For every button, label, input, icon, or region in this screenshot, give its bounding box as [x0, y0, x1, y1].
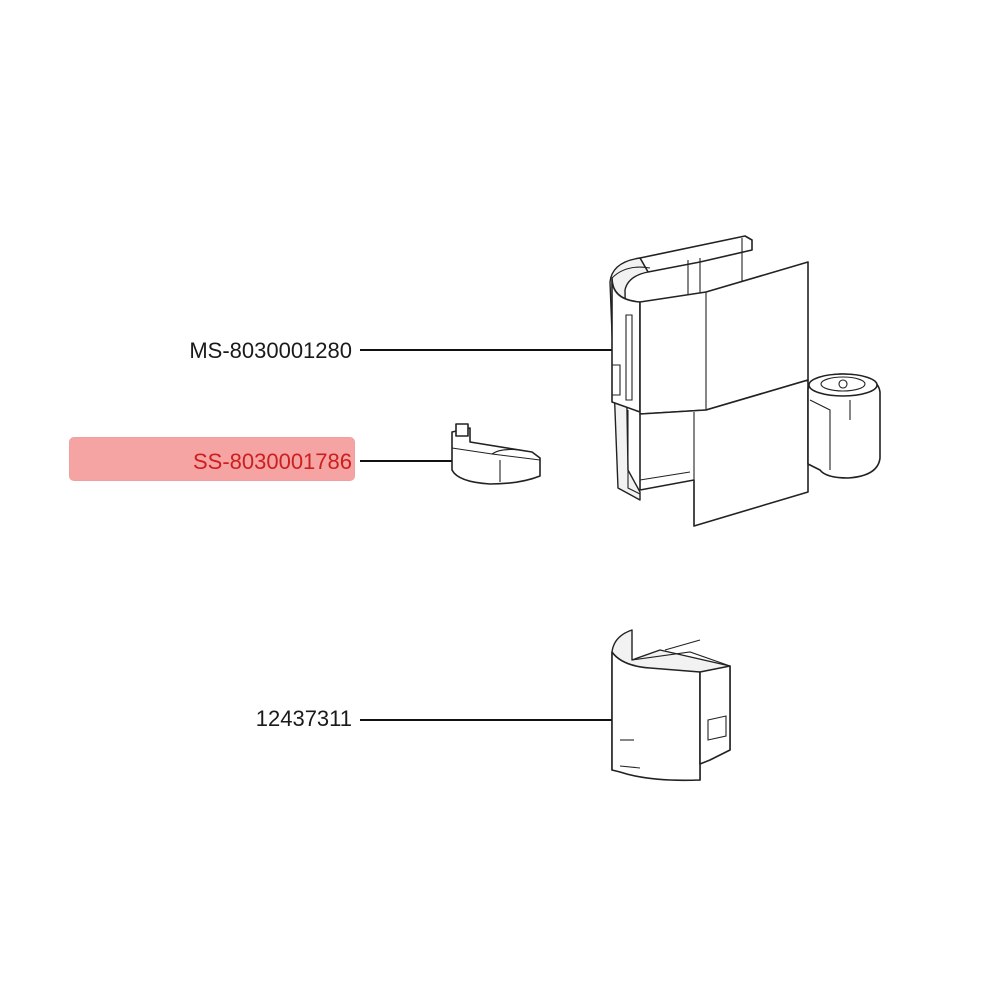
part-label-ss: SS-8030001786	[192, 449, 352, 474]
lower-sleeve-part	[611, 629, 731, 782]
part-label-ms: MS-8030001280	[189, 338, 352, 363]
part-label-number: 12437311	[255, 706, 352, 731]
small-clip-part	[451, 423, 541, 485]
label-highlight	[69, 437, 355, 481]
main-sleeve-part	[609, 235, 881, 527]
